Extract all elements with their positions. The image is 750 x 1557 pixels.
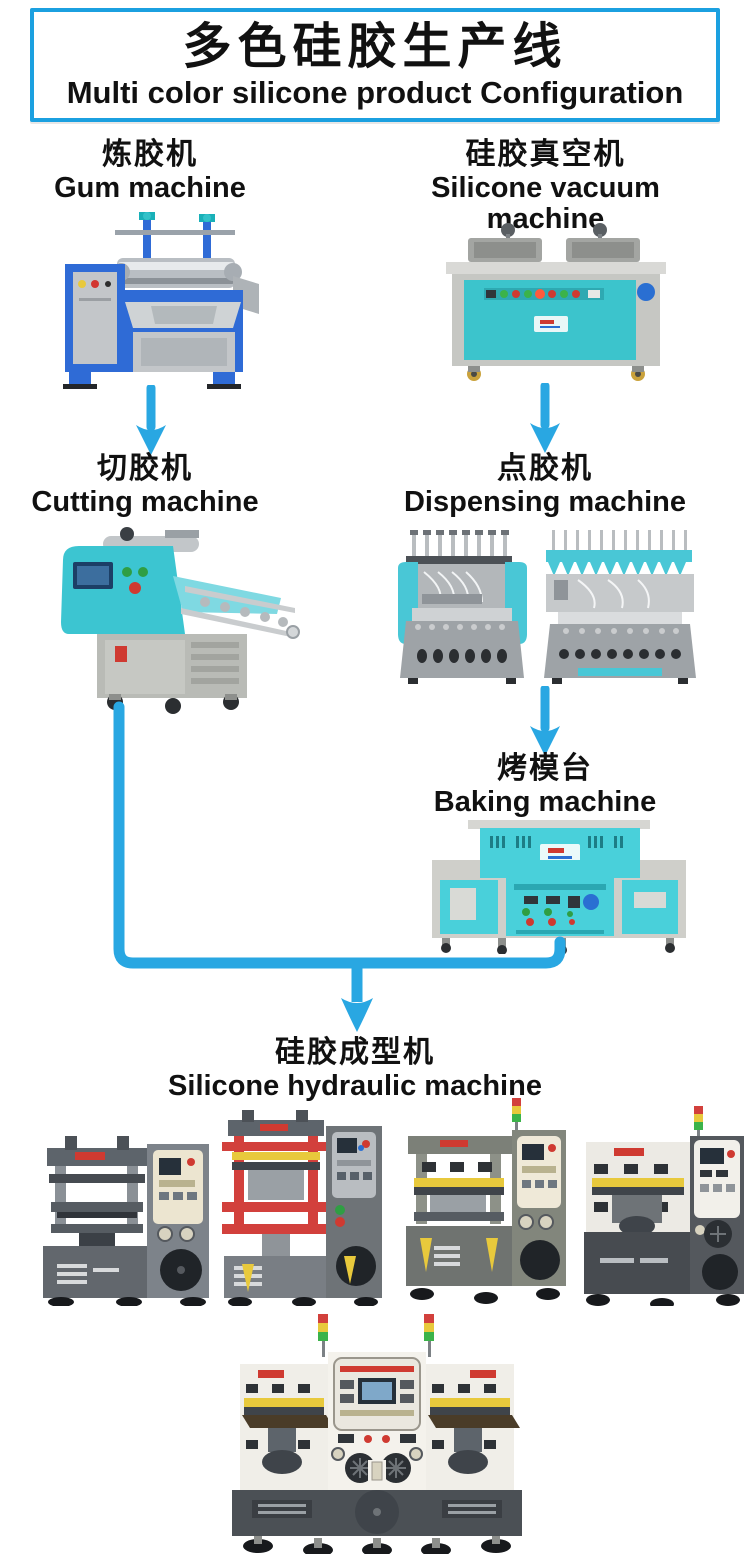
label-gum-cn: 炼胶机 bbox=[102, 138, 198, 171]
page-title-chinese: 多色硅胶生产线 bbox=[182, 20, 568, 74]
hydraulic-press-1-image bbox=[43, 1136, 209, 1306]
signal-tower-icon bbox=[512, 1098, 521, 1136]
label-dispensing-en: Dispensing machine bbox=[403, 485, 686, 518]
label-baking-machine: 烤模台 Baking machine bbox=[395, 752, 695, 818]
label-gum-machine: 炼胶机 Gum machine bbox=[20, 138, 280, 204]
dispensing-machine-left-image bbox=[398, 530, 527, 684]
down-arrow-icon bbox=[136, 385, 166, 455]
flow-connector bbox=[113, 701, 566, 1032]
label-gum-en: Gum machine bbox=[54, 171, 246, 204]
down-arrow-icon bbox=[530, 383, 560, 453]
title-box: 多色硅胶生产线 Multi color silicone product Con… bbox=[30, 8, 720, 122]
label-hydraulic-en: Silicone hydraulic machine bbox=[168, 1069, 542, 1102]
hydraulic-press-4-image bbox=[584, 1106, 744, 1306]
gum-machine-image bbox=[63, 212, 259, 389]
vacuum-machine-image bbox=[446, 223, 666, 381]
label-cutting-en: Cutting machine bbox=[31, 485, 259, 518]
label-vacuum-cn: 硅胶真空机 bbox=[465, 138, 626, 171]
label-vacuum-en: Silicone vacuum machine bbox=[431, 171, 660, 236]
label-cutting-cn: 切胶机 bbox=[97, 452, 193, 485]
label-cutting-machine: 切胶机 Cutting machine bbox=[10, 452, 280, 518]
label-hydraulic-machine: 硅胶成型机 Silicone hydraulic machine bbox=[155, 1036, 555, 1102]
label-baking-en: Baking machine bbox=[433, 785, 657, 818]
down-arrow-icon bbox=[530, 686, 560, 756]
hydraulic-press-3-image bbox=[406, 1098, 566, 1304]
label-baking-cn: 烤模台 bbox=[497, 752, 593, 785]
label-dispensing-machine: 点胶机 Dispensing machine bbox=[390, 452, 700, 518]
label-dispensing-cn: 点胶机 bbox=[497, 452, 593, 485]
dispensing-machine-right-image bbox=[544, 530, 696, 684]
hydraulic-press-2-image bbox=[222, 1110, 382, 1306]
signal-tower-icon bbox=[318, 1314, 328, 1357]
label-hydraulic-cn: 硅胶成型机 bbox=[275, 1036, 435, 1069]
cutting-machine-image bbox=[61, 527, 300, 714]
page-title-english: Multi color silicone product Configurati… bbox=[66, 74, 684, 110]
double-station-press-image bbox=[232, 1314, 522, 1554]
label-vacuum-machine: 硅胶真空机 Silicone vacuum machine bbox=[383, 138, 708, 236]
signal-tower-icon bbox=[424, 1314, 434, 1357]
